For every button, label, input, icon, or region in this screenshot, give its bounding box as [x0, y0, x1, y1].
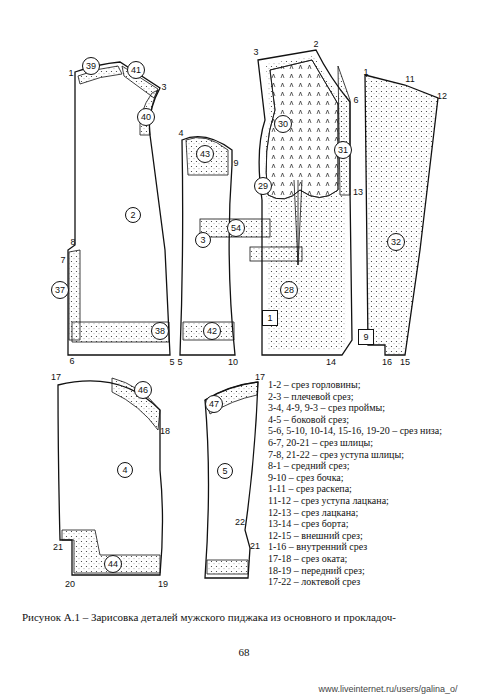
point-number: 6: [353, 96, 358, 105]
point-number: 10: [228, 358, 238, 367]
callout-number: 1: [267, 314, 272, 323]
point-number: 3: [253, 48, 258, 57]
callout-number: 9: [363, 333, 368, 342]
legend-line: 12-13 – срез лацкана;: [268, 507, 484, 519]
legend-line: 11-12 – срез уступа лацкана;: [268, 495, 484, 507]
callout-box: 1: [262, 310, 278, 326]
point-number: 5: [169, 358, 174, 367]
callout-circle: 31: [334, 141, 352, 159]
point-number: 19: [158, 580, 168, 589]
page-number: 68: [239, 647, 250, 658]
legend-line: 6-7, 20-21 – срез шлицы;: [268, 437, 484, 449]
point-number: 1: [363, 68, 368, 77]
point-number: 6: [69, 357, 74, 366]
legend-line: 9-10 – срез бочка;: [268, 472, 484, 484]
callout-circle: 32: [387, 233, 405, 251]
callout-number: 43: [200, 150, 210, 159]
callout-circle: 4: [117, 462, 133, 478]
callout-number: 39: [86, 62, 96, 71]
callout-circle: 44: [104, 555, 122, 573]
callout-number: 44: [108, 560, 118, 569]
legend-line: 17-22 – локтевой срез: [268, 576, 484, 588]
point-number: 15: [400, 358, 410, 367]
callout-box: 9: [358, 329, 374, 345]
callout-number: 5: [222, 467, 227, 476]
point-number: 13: [353, 188, 363, 197]
legend-line: 1-2 – срез горловины;: [268, 379, 484, 391]
point-number: 14: [326, 358, 336, 367]
facing-piece: [365, 75, 438, 355]
callout-circle: 42: [203, 322, 221, 340]
callout-number: 28: [284, 286, 294, 295]
callout-circle: 46: [134, 381, 152, 399]
legend-list: 1-2 – срез горловины;2-3 – плечевой срез…: [268, 379, 484, 588]
back-piece: [68, 62, 170, 355]
callout-number: 2: [130, 211, 135, 220]
callout-number: 31: [338, 146, 348, 155]
point-number: 8: [70, 238, 75, 247]
point-number: 9: [233, 159, 238, 168]
point-number: 22: [235, 518, 245, 527]
callout-circle: 28: [280, 281, 298, 299]
point-number: 3: [161, 83, 166, 92]
callout-number: 30: [278, 120, 288, 129]
legend-line: 1-11 – срез раскепа;: [268, 483, 484, 495]
legend-line: 4-5 – боковой срез;: [268, 414, 484, 426]
point-number: 11: [405, 75, 414, 84]
callout-circle: 5: [217, 463, 233, 479]
point-number: 21: [53, 543, 63, 552]
callout-number: 54: [231, 224, 241, 233]
callout-number: 37: [55, 286, 65, 295]
callout-number: 38: [155, 327, 165, 336]
watermark: www.liveinternet.ru/users/galina_o/: [318, 685, 457, 694]
callout-number: 4: [122, 466, 127, 475]
legend-line: 12-15 – внешний срез;: [268, 530, 484, 542]
callout-number: 41: [131, 66, 141, 75]
point-number: 20: [65, 580, 75, 589]
callout-circle: 38: [151, 322, 169, 340]
callout-circle: 54: [227, 219, 245, 237]
legend-line: 13-14 – срез борта;: [268, 518, 484, 530]
callout-circle: 30: [274, 115, 292, 133]
point-number: 21: [250, 542, 260, 551]
callout-circle: 3: [195, 232, 211, 248]
legend-line: 18-19 – передний срез;: [268, 565, 484, 577]
callout-number: 46: [138, 386, 148, 395]
point-number: 18: [160, 427, 170, 436]
point-number: 16: [382, 358, 392, 367]
callout-number: 47: [209, 400, 219, 409]
callout-circle: 29: [254, 177, 272, 195]
legend-line: 3-4, 4-9, 9-3 – срез проймы;: [268, 402, 484, 414]
legend-line: 8-1 – средний срез;: [268, 460, 484, 472]
front-piece: [258, 50, 352, 355]
point-number: 2: [313, 40, 318, 49]
legend-line: 7-8, 21-22 – срез уступа шлицы;: [268, 449, 484, 461]
figure-caption: Рисунок А.1 – Зарисовка деталей мужского…: [22, 611, 484, 624]
point-number: 1: [68, 69, 73, 78]
callout-circle: 37: [51, 281, 69, 299]
callout-circle: 43: [196, 145, 214, 163]
callout-number: 42: [207, 327, 217, 336]
callout-circle: 47: [205, 395, 223, 413]
callout-number: 40: [141, 113, 151, 122]
legend-line: 5-6, 5-10, 10-14, 15-16, 19-20 – срез ни…: [268, 425, 484, 437]
legend-line: 1-16 – внутренний срез: [268, 541, 484, 553]
callout-circle: 2: [125, 207, 141, 223]
callout-circle: 40: [137, 108, 155, 126]
point-number: 7: [60, 256, 65, 265]
point-number: 17: [51, 373, 61, 382]
point-number: 17: [255, 373, 265, 382]
legend-line: 2-3 – плечевой срез;: [268, 391, 484, 403]
callout-number: 3: [200, 236, 205, 245]
callout-circle: 41: [127, 61, 145, 79]
point-number: 5: [177, 358, 182, 367]
point-number: 4: [178, 129, 183, 138]
side-piece: [180, 137, 235, 355]
point-number: 12: [437, 92, 447, 101]
legend-line: 17-18 – срез оката;: [268, 553, 484, 565]
callout-circle: 39: [82, 57, 100, 75]
callout-number: 32: [391, 238, 401, 247]
callout-number: 29: [258, 182, 268, 191]
